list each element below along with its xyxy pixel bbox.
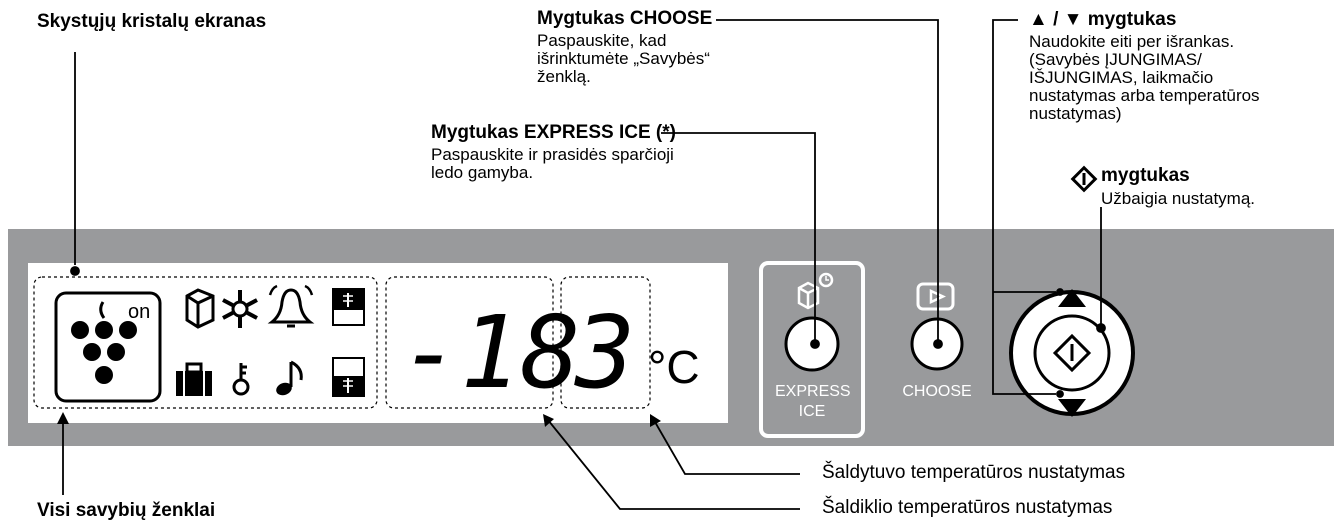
express-ice-hit[interactable]: [786, 318, 838, 370]
leader-lines: [62, 19, 1106, 510]
enter-button-title: mygtukas: [1101, 165, 1190, 186]
freezer-arrowhead: [543, 414, 554, 427]
express-ice-label-2: ICE: [798, 403, 826, 420]
up-arrow-hit[interactable]: [1056, 287, 1088, 309]
all-feature-marks-title: Visi savybių ženklai: [37, 500, 216, 521]
alarm-bell-icon: [267, 284, 315, 328]
vacation-briefcase-icon: [176, 362, 212, 396]
fridge-arrowhead: [650, 414, 661, 427]
celsius-unit: °C: [648, 341, 700, 393]
enter-hit[interactable]: [1040, 321, 1104, 385]
grape-icon: [54, 291, 162, 403]
express-ice-frame: [759, 261, 865, 438]
arrows-desc-4: nustatymas arba temperatūros: [1029, 86, 1260, 105]
enter-diamond-icon: [1070, 165, 1098, 193]
choose-icon: [916, 282, 955, 311]
arrows-desc-2: (Savybės ĮJUNGIMAS/: [1029, 50, 1202, 69]
freezer-digits-group: [385, 276, 554, 409]
choose-label: CHOOSE: [902, 383, 972, 400]
ice-cube-icon: [185, 288, 215, 329]
thermometer-box-icon-2: [332, 357, 365, 397]
enter-button-icon: [1052, 333, 1092, 373]
key-lock-icon: [232, 363, 250, 396]
choose-button-title: Mygtukas CHOOSE: [537, 8, 713, 29]
freezer-temp-label: Šaldiklio temperatūros nustatymas: [822, 497, 1113, 518]
on-indicator: on: [128, 301, 150, 323]
express-desc-1: Paspauskite ir prasidės sparčioji: [431, 145, 674, 164]
choose-desc-3: ženklą.: [537, 67, 591, 86]
choose-desc-2: išrinktumėte „Savybės“: [537, 49, 710, 68]
up-arrow-button: [1058, 289, 1086, 307]
express-ice-title: Mygtukas EXPRESS ICE (*): [431, 122, 676, 143]
feature-icons-group: [33, 276, 378, 409]
choose-hit[interactable]: [912, 319, 962, 369]
enter-desc: Užbaigia nustatymą.: [1101, 189, 1256, 208]
express-desc-2: ledo gamyba.: [431, 163, 534, 182]
thermometer-box-icon-1: [332, 288, 365, 326]
down-arrow-button: [1058, 399, 1086, 417]
arrows-desc-3: IŠJUNGIMAS, laikmačio: [1029, 68, 1214, 87]
snowflake-icon: [222, 290, 258, 328]
arrows-button-title: ▲ / ▼ mygtukas: [1029, 9, 1177, 30]
down-arrow-hit[interactable]: [1056, 397, 1088, 419]
music-note-icon: [276, 360, 303, 396]
fridge-temp-label: Šaldytuvo temperatūros nustatymas: [822, 462, 1126, 483]
arrows-desc-5: nustatymas): [1029, 104, 1122, 123]
freezer-temp-digits: -18: [400, 294, 581, 411]
choose-desc-1: Paspauskite, kad: [537, 31, 667, 50]
fridge-temp-digits: 3: [574, 294, 635, 411]
express-ice-label-1: EXPRESS: [775, 383, 851, 400]
arrows-desc-1: Naudokite eiti per išrankas.: [1029, 32, 1235, 51]
lcd-screen-title: Skystųjų kristalų ekranas: [37, 11, 267, 32]
all-marks-arrowhead: [57, 412, 69, 424]
lcd-display: [28, 263, 728, 423]
fridge-digits-group: [560, 276, 651, 409]
